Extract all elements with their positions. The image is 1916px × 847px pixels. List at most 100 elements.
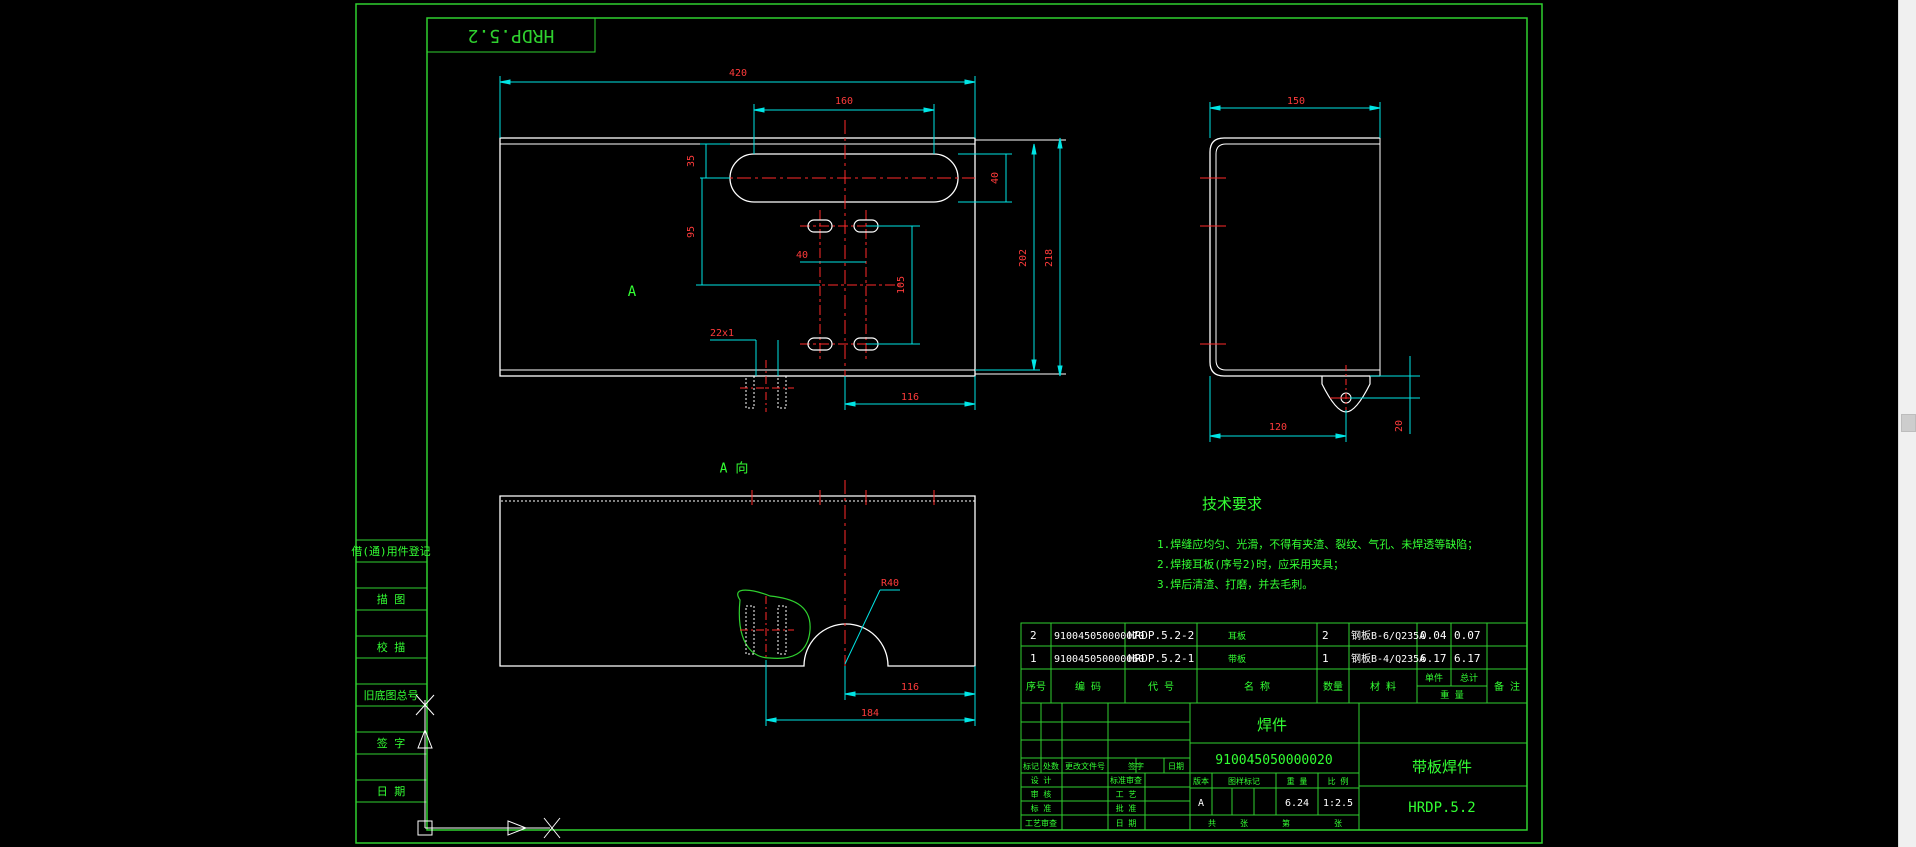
svg-text:1: 1 xyxy=(1322,652,1329,665)
svg-text:6.17: 6.17 xyxy=(1420,652,1447,665)
svg-text:35: 35 xyxy=(686,155,697,167)
svg-text:签 字: 签 字 xyxy=(377,736,406,750)
title-block-text: 焊件 910045050000020 带板焊件 HRDP.5.2 标记 处数 更… xyxy=(1023,716,1476,828)
svg-text:2: 2 xyxy=(1030,629,1037,642)
svg-text:160: 160 xyxy=(835,96,853,107)
bom-header: 序号 编 码 代 号 名 称 数量 材 料 单件 总计 重 量 备 注 xyxy=(1026,672,1520,701)
svg-text:日期: 日期 xyxy=(1168,762,1184,771)
svg-text:版本: 版本 xyxy=(1193,776,1209,786)
left-margin-table: 借(通)用件登记 描 图 校 描 旧底图总号 签 字 日 期 xyxy=(351,539,431,803)
svg-text:比 例: 比 例 xyxy=(1328,776,1349,786)
svg-text:95: 95 xyxy=(686,226,697,238)
svg-text:6.17: 6.17 xyxy=(1454,652,1481,665)
svg-text:重 量: 重 量 xyxy=(1440,689,1463,701)
svg-text:工艺审查: 工艺审查 xyxy=(1025,818,1057,828)
tech-req-item: 3.焊后清渣、打磨，并去毛刺。 xyxy=(1157,577,1313,591)
svg-text:耳板: 耳板 xyxy=(1228,630,1246,642)
svg-text:420: 420 xyxy=(729,68,747,79)
svg-text:日 期: 日 期 xyxy=(1116,819,1137,828)
svg-text:借(通)用件登记: 借(通)用件登记 xyxy=(351,544,430,558)
side-view xyxy=(1200,137,1381,440)
svg-text:标记: 标记 xyxy=(1023,761,1039,771)
svg-text:40: 40 xyxy=(990,172,1001,184)
side-view-dim-text: 150 120 20 xyxy=(1269,96,1405,433)
svg-text:共: 共 xyxy=(1208,819,1216,828)
front-view-dimensions xyxy=(499,76,1063,410)
svg-text:批 准: 批 准 xyxy=(1116,803,1137,813)
svg-text:184: 184 xyxy=(861,708,879,719)
svg-text:处数: 处数 xyxy=(1043,761,1059,771)
svg-text:数量: 数量 xyxy=(1323,680,1343,693)
svg-text:第: 第 xyxy=(1282,818,1290,828)
svg-text:0.04: 0.04 xyxy=(1420,629,1447,642)
svg-text:描 图: 描 图 xyxy=(377,592,406,606)
svg-text:1: 1 xyxy=(1030,652,1037,665)
svg-text:910045050000060: 910045050000060 xyxy=(1054,654,1144,665)
ucs-icon xyxy=(415,694,561,839)
svg-text:设 计: 设 计 xyxy=(1031,775,1052,785)
svg-text:日 期: 日 期 xyxy=(377,785,406,798)
outer-frame xyxy=(355,3,1543,844)
svg-text:钢板B-4/Q235A: 钢板B-4/Q235A xyxy=(1351,652,1425,665)
svg-text:22x1: 22x1 xyxy=(710,328,734,339)
vertical-scrollbar[interactable] xyxy=(1898,0,1916,847)
svg-text:标 准: 标 准 xyxy=(1031,803,1052,813)
svg-text:6.24: 6.24 xyxy=(1285,798,1309,809)
bottom-view-dim-text: R40 116 184 xyxy=(861,578,919,719)
svg-text:编 码: 编 码 xyxy=(1075,680,1101,693)
svg-text:HRDP.5.2-2: HRDP.5.2-2 xyxy=(1128,629,1194,642)
svg-text:签字: 签字 xyxy=(1128,761,1144,771)
svg-text:材 料: 材 料 xyxy=(1370,680,1396,693)
tech-req-item: 1.焊缝应均匀、光滑，不得有夹渣、裂纹、气孔、未焊透等缺陷； xyxy=(1157,537,1478,551)
part-name: 带板焊件 xyxy=(1412,758,1472,776)
svg-text:1:2.5: 1:2.5 xyxy=(1323,798,1353,809)
svg-text:审 核: 审 核 xyxy=(1031,789,1052,799)
svg-text:名 称: 名 称 xyxy=(1244,680,1270,693)
front-view-dim-text: 420 160 35 95 40 202 218 105 40 22x1 116 xyxy=(686,68,1055,403)
view-a-label: A xyxy=(628,284,637,300)
svg-text:代 号: 代 号 xyxy=(1148,681,1174,693)
tech-req-item: 2.焊接耳板(序号2)时，应采用夹具； xyxy=(1157,557,1344,571)
svg-text:40: 40 xyxy=(796,250,808,261)
svg-text:张: 张 xyxy=(1240,819,1248,828)
sheet-code-label: HRDP.5.2 xyxy=(468,25,555,46)
inner-frame xyxy=(426,17,1528,831)
svg-text:旧底图总号: 旧底图总号 xyxy=(364,688,419,702)
svg-text:单件: 单件 xyxy=(1425,672,1443,684)
view-direction-label: A 向 xyxy=(720,461,749,477)
bottom-view: A 向 xyxy=(499,461,976,680)
tech-requirements: 技术要求 1.焊缝应均匀、光滑，不得有夹渣、裂纹、气孔、未焊透等缺陷； 2.焊接… xyxy=(1157,495,1478,591)
svg-text:序号: 序号 xyxy=(1026,680,1046,693)
bom-rows: 2 910045050000070 HRDP.5.2-2 耳板 2 钢板B-6/… xyxy=(1030,629,1481,665)
svg-text:218: 218 xyxy=(1044,249,1055,267)
svg-text:校 描: 校 描 xyxy=(377,640,406,654)
part-kind: 焊件 xyxy=(1257,716,1287,734)
svg-text:R40: R40 xyxy=(881,578,899,589)
svg-text:更改文件号: 更改文件号 xyxy=(1065,761,1105,771)
svg-text:116: 116 xyxy=(901,392,919,403)
svg-text:150: 150 xyxy=(1287,96,1305,107)
svg-text:总计: 总计 xyxy=(1460,672,1478,684)
bottom-view-dimensions xyxy=(765,660,976,726)
svg-text:HRDP.5.2-1: HRDP.5.2-1 xyxy=(1128,652,1194,665)
svg-text:张: 张 xyxy=(1334,819,1342,828)
svg-text:20: 20 xyxy=(1394,420,1405,432)
scroll-thumb[interactable] xyxy=(1901,414,1916,432)
tech-requirements-title: 技术要求 xyxy=(1202,495,1262,513)
front-view: A xyxy=(499,120,1066,412)
svg-text:图样标记: 图样标记 xyxy=(1228,776,1260,786)
svg-text:A: A xyxy=(1198,798,1204,809)
svg-text:备 注: 备 注 xyxy=(1494,680,1520,693)
svg-text:钢板B-6/Q235A: 钢板B-6/Q235A xyxy=(1351,629,1425,642)
svg-text:105: 105 xyxy=(896,276,907,294)
svg-text:带板: 带板 xyxy=(1228,653,1246,665)
svg-text:120: 120 xyxy=(1269,422,1287,433)
svg-text:910045050000070: 910045050000070 xyxy=(1054,631,1144,642)
side-view-dimensions xyxy=(1209,102,1420,442)
svg-text:202: 202 xyxy=(1018,249,1029,267)
title-block xyxy=(1020,702,1528,831)
sheet-code-box xyxy=(426,17,596,53)
part-code: 910045050000020 xyxy=(1215,753,1332,768)
svg-text:重 量: 重 量 xyxy=(1287,776,1308,786)
